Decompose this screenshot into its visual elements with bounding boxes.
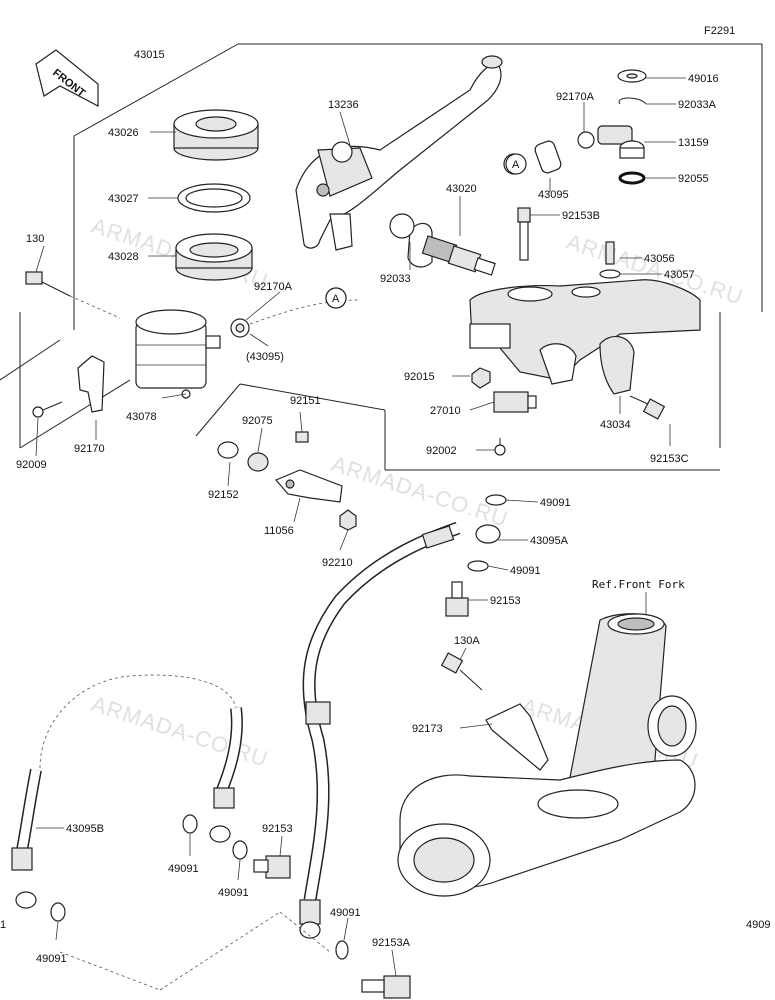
banjo-bolt	[361, 975, 411, 999]
part-label: 92033	[380, 273, 411, 285]
part-label: 92153A	[372, 937, 411, 949]
reservoir-tank	[135, 309, 221, 399]
part-label: 92153	[262, 823, 293, 835]
part-label: 49091	[330, 907, 361, 919]
bleeder-valve	[599, 241, 621, 279]
part-label: 92002	[426, 445, 457, 457]
part-label: 130A	[454, 635, 480, 647]
part-label: 92153C	[650, 453, 689, 465]
part-label: 92170	[74, 443, 105, 455]
reference-label: Ref.Front Fork	[592, 578, 685, 591]
grommet	[247, 452, 269, 472]
part-label: 43095	[538, 189, 569, 201]
part-label: 92075	[242, 415, 273, 427]
part-label: 43027	[108, 193, 139, 205]
part-label: 4909	[746, 919, 770, 931]
part-label: 49091	[218, 887, 249, 899]
screw	[32, 401, 63, 418]
figure-code: F2291	[704, 25, 735, 37]
reservoir-bracket	[77, 355, 105, 413]
callout-letter: A	[332, 293, 340, 305]
part-labels: 43015 43026 43027 43028 130 92170A (4309…	[0, 49, 770, 965]
banjo-bolt	[445, 581, 469, 617]
part-label: 92210	[322, 557, 353, 569]
part-label: 92015	[404, 371, 435, 383]
part-label: 130	[26, 233, 44, 245]
bracket-nut	[339, 509, 357, 531]
brake-switch	[493, 391, 537, 413]
hose-fitting	[597, 125, 645, 159]
part-label: 43095A	[530, 535, 569, 547]
part-label: 92033A	[678, 99, 717, 111]
part-label: 92170A	[254, 281, 293, 293]
part-label: 92151	[290, 395, 321, 407]
part-label: 43095B	[66, 823, 104, 835]
handlebar-clamp	[599, 335, 635, 395]
washer	[617, 69, 647, 83]
part-label: 49091	[540, 497, 571, 509]
callout-letter: A	[512, 159, 520, 171]
part-label: 92170A	[556, 91, 595, 103]
part-label: 92153B	[562, 210, 600, 222]
brake-lever	[295, 55, 503, 251]
pivot-bolt	[517, 207, 531, 261]
part-label: 92153	[490, 595, 521, 607]
small-bolt	[295, 431, 309, 443]
part-label: 43028	[108, 251, 139, 263]
callout-a: A A	[325, 153, 527, 309]
reservoir-cap	[173, 109, 259, 161]
diaphragm	[175, 233, 253, 281]
part-label: (43095)	[246, 351, 284, 363]
part-label: 43056	[644, 253, 675, 265]
hose-bracket	[275, 469, 343, 503]
hose-guide-bracket	[485, 703, 549, 771]
steering-stem	[397, 613, 697, 897]
circlip	[618, 97, 647, 105]
part-label: 49091	[510, 565, 541, 577]
banjo-bolt	[253, 855, 291, 879]
part-label: 43078	[126, 411, 157, 423]
part-label: 43034	[600, 419, 631, 431]
part-label: 49091	[36, 953, 67, 965]
part-label: 92152	[208, 489, 239, 501]
part-label: 13236	[328, 99, 359, 111]
part-label: 49091	[168, 863, 199, 875]
part-label: 27010	[430, 405, 461, 417]
part-label: 43057	[664, 269, 695, 281]
part-label: 92055	[678, 173, 709, 185]
nut	[471, 367, 491, 389]
front-arrow-icon: FRONT	[35, 49, 99, 107]
part-label: 49016	[688, 73, 719, 85]
diaphragm-plate	[177, 183, 251, 213]
watermark: ARMADA-CO.RU	[88, 691, 271, 772]
piston-kit	[389, 213, 496, 276]
part-label: 1	[0, 919, 6, 931]
leader-lines	[35, 77, 686, 991]
brake-hose-upper	[299, 521, 501, 939]
o-ring	[618, 171, 646, 185]
bracket-bolt	[440, 652, 483, 691]
clamp-bolt	[629, 395, 666, 420]
brake-hose-lower	[11, 674, 243, 909]
switch-screw	[494, 438, 506, 456]
part-label: 92173	[412, 723, 443, 735]
assembly-frame	[0, 43, 763, 471]
part-label: 11056	[264, 525, 294, 537]
part-label: 43015	[134, 49, 165, 61]
collar	[217, 441, 239, 459]
part-label: 13159	[678, 137, 709, 149]
bolt	[25, 271, 121, 319]
part-label: 43026	[108, 127, 139, 139]
master-cylinder-body	[469, 279, 701, 385]
part-label: 92009	[16, 459, 47, 471]
part-label: 43020	[446, 183, 477, 195]
copper-washers	[50, 494, 507, 960]
